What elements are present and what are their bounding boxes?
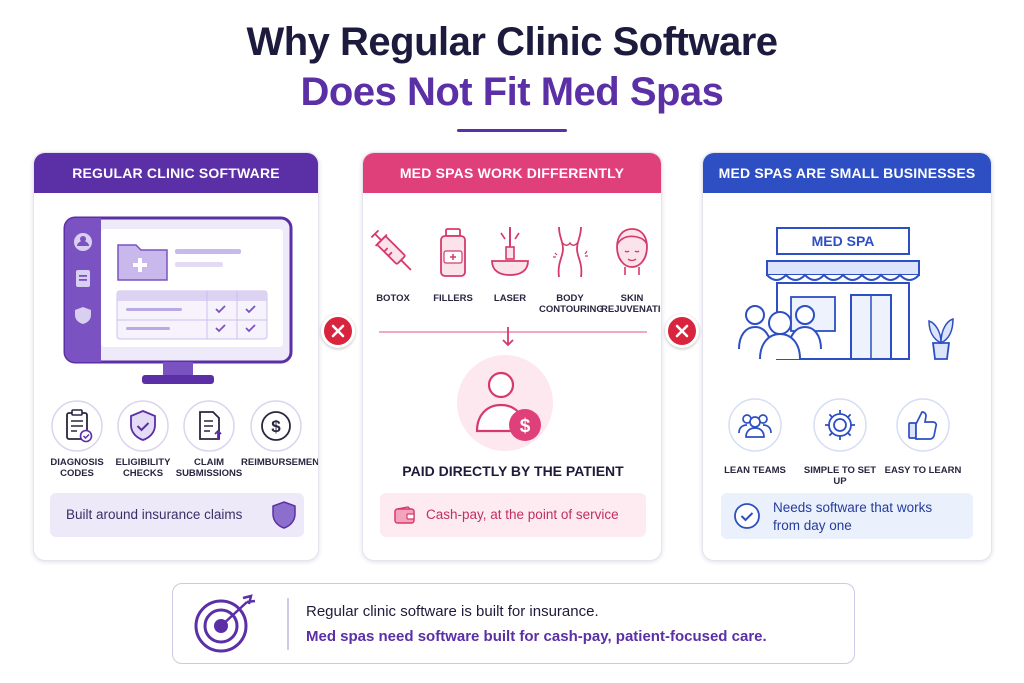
label-claim-submissions: CLAIM SUBMISSIONS (175, 457, 243, 479)
page-title-line1: Why Regular Clinic Software (246, 20, 778, 64)
label-skin-rejuvenation: SKIN REJUVENATION (601, 293, 661, 315)
label-easy-to-learn: EASY TO LEARN (884, 465, 962, 476)
cash-pay-note-text: Cash-pay, at the point of service (426, 507, 619, 522)
summary-footer: Regular clinic software is built for ins… (172, 583, 855, 664)
small-business-panel: MED SPAS ARE SMALL BUSINESSES MED SPA (702, 152, 992, 561)
regular-clinic-panel: REGULAR CLINIC SOFTWARE (33, 152, 319, 561)
svg-text:$: $ (520, 416, 531, 437)
syringe-icon (370, 229, 412, 271)
label-eligibility-checks: ELIGIBILITY CHECKS (115, 457, 171, 479)
close-icon (331, 324, 345, 338)
team-icon (728, 398, 782, 452)
insurance-note-text: Built around insurance claims (66, 507, 243, 522)
footer-divider (287, 598, 289, 650)
monitor-illustration (63, 216, 293, 384)
label-diagnosis-codes: DIAGNOSIS CODES (50, 457, 104, 479)
med-spa-heading: MED SPAS WORK DIFFERENTLY (363, 153, 661, 193)
label-laser: LASER (493, 293, 527, 304)
label-botox: BOTOX (376, 293, 410, 304)
x-badge-right (665, 314, 699, 348)
vial-icon (440, 228, 466, 277)
arrow-down-icon (502, 327, 514, 347)
med-spa-panel: MED SPAS WORK DIFFERENTLY (362, 152, 662, 561)
insurance-note-box: Built around insurance claims (50, 493, 304, 537)
regular-clinic-heading: REGULAR CLINIC SOFTWARE (34, 153, 318, 193)
patient-payment-icon: $ (457, 355, 553, 451)
label-lean-teams: LEAN TEAMS (724, 465, 786, 476)
footer-line1: Regular clinic software is built for ins… (306, 603, 599, 620)
page-title-line2: Does Not Fit Med Spas (300, 70, 724, 114)
services-divider (379, 331, 647, 333)
dollar-circle-icon: $ (250, 400, 302, 452)
label-reimbursement: REIMBURSEMENT (241, 457, 319, 468)
face-icon (616, 228, 648, 275)
storefront-illustration (738, 227, 954, 360)
body-icon (553, 226, 588, 278)
laser-icon (491, 227, 529, 276)
label-simple-to-set-up: SIMPLE TO SET UP (803, 465, 877, 487)
target-icon (194, 594, 256, 653)
svg-text:$: $ (271, 417, 281, 436)
x-badge-left (321, 314, 355, 348)
shield-icon (272, 501, 296, 529)
gear-icon (813, 398, 867, 452)
cash-pay-note-box: Cash-pay, at the point of service (380, 493, 646, 537)
label-fillers: FILLERS (433, 293, 473, 304)
close-icon (675, 324, 689, 338)
thumbs-up-icon (896, 398, 950, 452)
shield-check-icon (117, 400, 169, 452)
small-business-heading: MED SPAS ARE SMALL BUSINESSES (703, 153, 991, 193)
check-circle-icon (734, 503, 760, 529)
clipboard-check-icon (51, 400, 103, 452)
day-one-note-line1: Needs software that works (773, 500, 933, 515)
store-sign-text: MED SPA (811, 233, 875, 249)
wallet-icon (394, 506, 415, 524)
day-one-note-line2: from day one (773, 518, 852, 533)
day-one-note-box: Needs software that works from day one (721, 493, 973, 539)
footer-line2: Med spas need software built for cash-pa… (306, 628, 767, 645)
paid-by-patient-title: PAID DIRECTLY BY THE PATIENT (402, 463, 624, 479)
label-body-contouring: BODY CONTOURING (539, 293, 604, 315)
title-underline (457, 129, 567, 132)
document-upload-icon (183, 400, 235, 452)
